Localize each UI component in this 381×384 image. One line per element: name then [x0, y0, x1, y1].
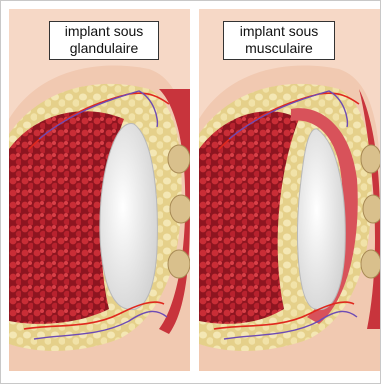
- panel-subglandular: implant sous glandulaire: [9, 9, 190, 371]
- breast-cross-section-subglandular: [9, 9, 190, 371]
- rib-1: [168, 145, 190, 173]
- rib-3: [361, 250, 380, 278]
- rib-1: [361, 145, 380, 173]
- rib-2: [170, 195, 190, 223]
- panel-label-subglandular: implant sous glandulaire: [49, 21, 159, 60]
- rib-3: [168, 250, 190, 278]
- rib-2: [363, 195, 380, 223]
- breast-cross-section-submuscular: [199, 9, 380, 371]
- panel-label-submuscular: implant sous musculaire: [223, 21, 335, 60]
- panel-submuscular: implant sous musculaire: [199, 9, 380, 371]
